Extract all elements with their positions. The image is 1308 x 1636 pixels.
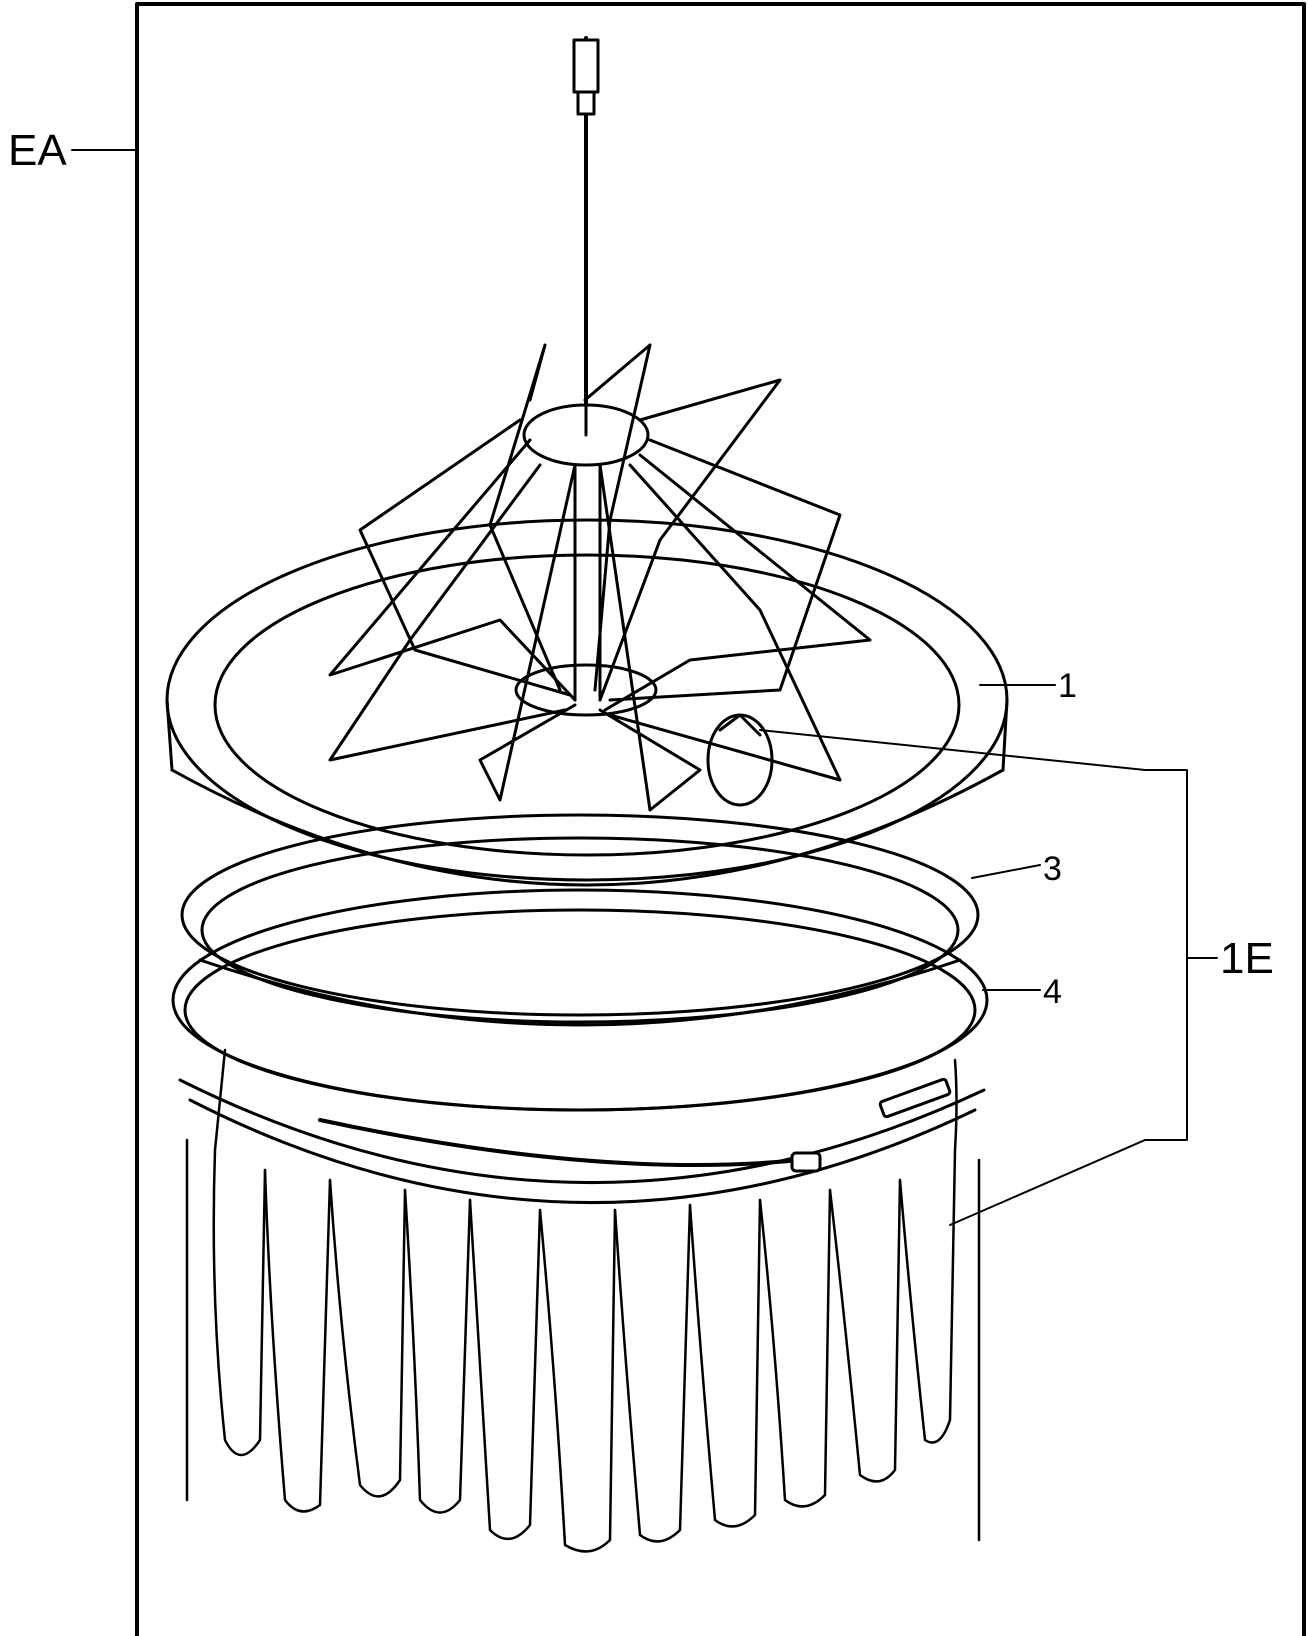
hose-clamp xyxy=(706,713,774,807)
leader-lines xyxy=(759,684,1218,1226)
kit-label: 1E xyxy=(1220,934,1274,983)
retaining-ring-4 xyxy=(171,888,989,1204)
item-3-label: 3 xyxy=(1043,850,1062,888)
item-1-label: 1 xyxy=(1058,667,1077,705)
assembly-frame xyxy=(71,2,1306,1636)
item-4-label: 4 xyxy=(1043,973,1062,1011)
cage-basket xyxy=(328,36,872,812)
filter-bag xyxy=(185,1048,981,1553)
support-ring-3 xyxy=(180,813,980,1027)
gasket-1 xyxy=(165,518,1009,887)
assembly-label: EA xyxy=(8,126,67,175)
